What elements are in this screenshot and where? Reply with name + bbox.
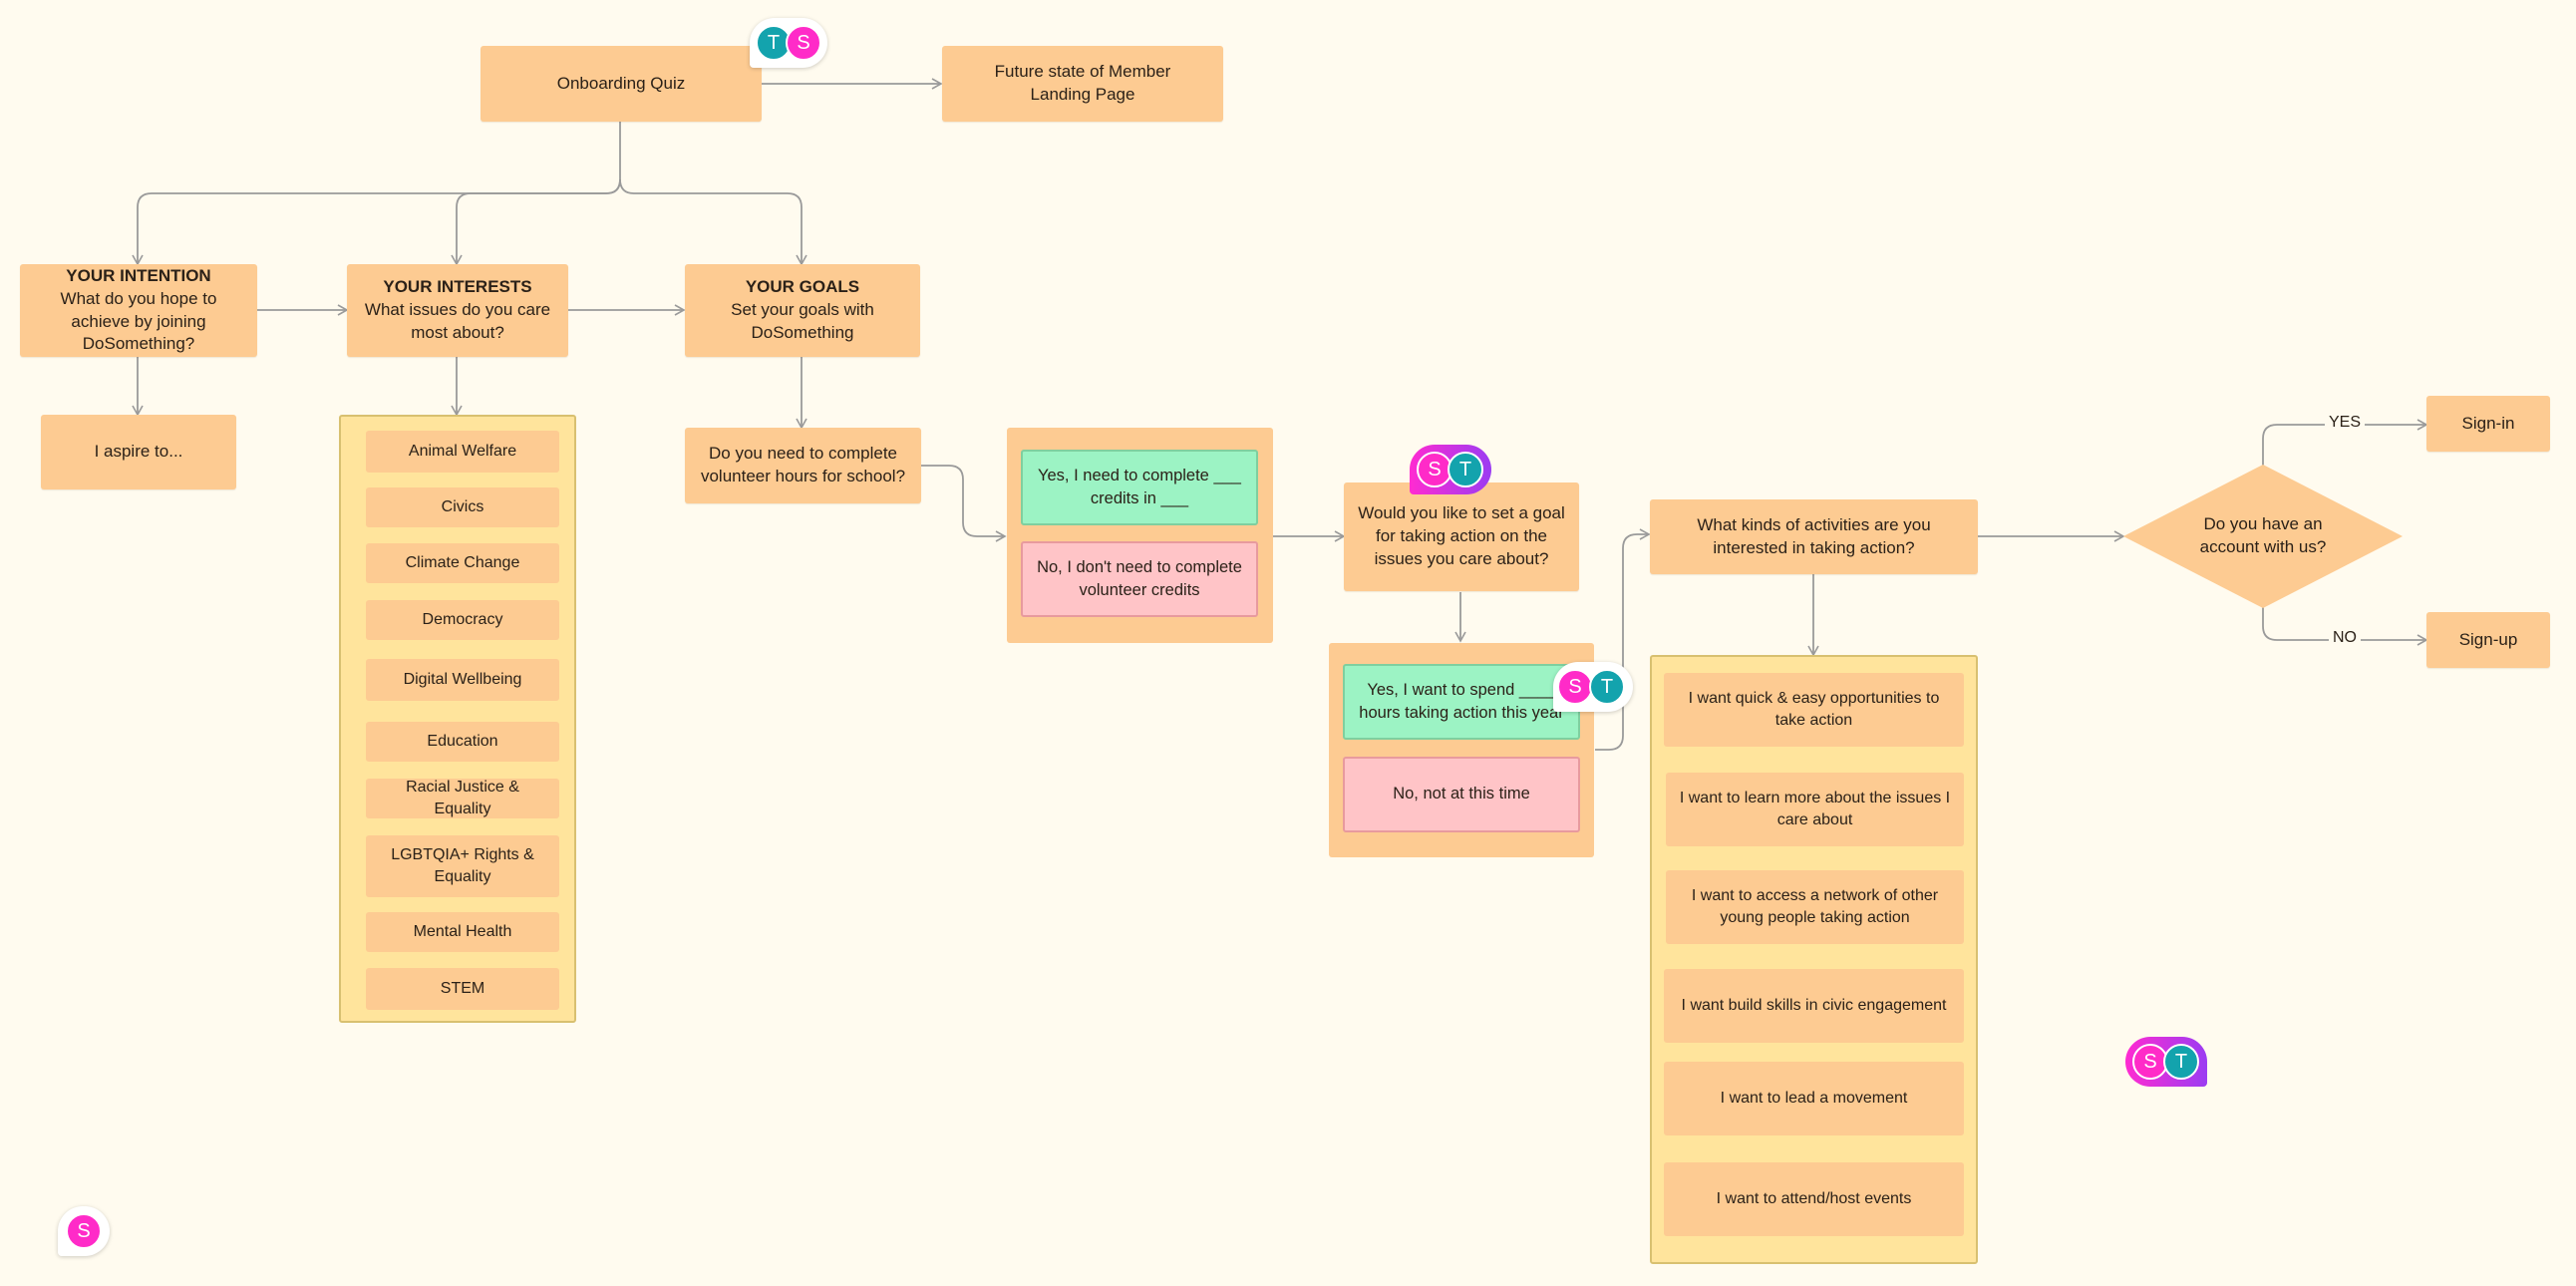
list-item[interactable]: I want to learn more about the issues I …: [1666, 773, 1964, 846]
goal-question-node[interactable]: Would you like to set a goal for taking …: [1344, 482, 1579, 591]
interests-list: Animal Welfare Civics Climate Change Dem…: [339, 415, 576, 1023]
connector-quiz-trunk: [132, 122, 621, 266]
list-item[interactable]: Racial Justice & Equality: [366, 779, 559, 818]
list-item[interactable]: I want to attend/host events: [1664, 1162, 1964, 1236]
interests-node[interactable]: YOUR INTERESTS What issues do you care m…: [347, 264, 568, 357]
list-item[interactable]: I want to lead a movement: [1664, 1062, 1964, 1135]
list-item[interactable]: STEM: [366, 968, 559, 1010]
avatar: S: [66, 1213, 102, 1249]
connector-quiz-to-goals: [619, 178, 807, 266]
list-item[interactable]: Mental Health: [366, 912, 559, 952]
volunteer-no-option[interactable]: No, I don't need to complete volunteer c…: [1021, 541, 1258, 617]
goal-yes-option[interactable]: Yes, I want to spend ____ hours taking a…: [1343, 664, 1580, 740]
yes-label: YES: [2325, 414, 2366, 432]
intention-text: What do you hope to achieve by joining D…: [60, 288, 217, 354]
volunteer-yes-option[interactable]: Yes, I need to complete ___ credits in _…: [1021, 450, 1258, 525]
goals-node[interactable]: YOUR GOALS Set your goals with DoSomethi…: [685, 264, 920, 357]
activities-question-node[interactable]: What kinds of activities are you interes…: [1650, 499, 1978, 574]
connector-volunteer-to-options: [921, 465, 1007, 542]
collaborator-cursor: S: [58, 1206, 110, 1256]
future-state-node[interactable]: Future state of Member Landing Page: [942, 46, 1223, 122]
volunteer-options-group: Yes, I need to complete ___ credits in _…: [1007, 428, 1273, 643]
interests-title: YOUR INTERESTS: [383, 277, 532, 297]
goal-question-label: Would you like to set a goal for taking …: [1358, 503, 1565, 568]
list-item[interactable]: LGBTQIA+ Rights & Equality: [366, 835, 559, 897]
list-item[interactable]: Climate Change: [366, 543, 559, 583]
avatar: S: [786, 25, 821, 61]
intention-node[interactable]: YOUR INTENTION What do you hope to achie…: [20, 264, 257, 357]
list-item[interactable]: Digital Wellbeing: [366, 659, 559, 701]
avatar: S: [1557, 669, 1593, 705]
avatar: T: [2163, 1044, 2199, 1080]
diamond-shape: [2123, 465, 2403, 608]
avatar: T: [1589, 669, 1625, 705]
list-item[interactable]: I want quick & easy opportunities to tak…: [1664, 673, 1964, 747]
aspire-node[interactable]: I aspire to...: [41, 415, 236, 489]
no-label: NO: [2329, 629, 2361, 647]
connector-goal-options-to-activities: [1595, 528, 1651, 751]
connector-quiz-to-interests: [451, 178, 621, 266]
list-item[interactable]: Animal Welfare: [366, 431, 559, 473]
interests-text: What issues do you care most about?: [364, 300, 551, 342]
collaborator-cursor: S T: [1410, 445, 1491, 494]
list-item[interactable]: Civics: [366, 487, 559, 527]
goals-text: Set your goals with DoSomething: [731, 300, 874, 342]
intention-title: YOUR INTENTION: [66, 265, 211, 285]
sign-up-node[interactable]: Sign-up: [2426, 612, 2550, 668]
account-question-label: Do you have an account with us?: [2199, 514, 2327, 556]
list-item[interactable]: I want to access a network of other youn…: [1666, 870, 1964, 944]
sign-up-label: Sign-up: [2458, 629, 2518, 649]
goals-title: YOUR GOALS: [745, 277, 860, 297]
activities-list: I want quick & easy opportunities to tak…: [1650, 655, 1978, 1264]
collaborator-cursor: S T: [2125, 1037, 2207, 1087]
sign-in-label: Sign-in: [2461, 413, 2515, 433]
volunteer-question-label: Do you need to complete volunteer hours …: [700, 444, 906, 485]
onboarding-quiz-label: Onboarding Quiz: [556, 73, 686, 93]
list-item[interactable]: Education: [366, 722, 559, 762]
list-item[interactable]: Democracy: [366, 600, 559, 640]
activities-question-label: What kinds of activities are you interes…: [1697, 514, 1931, 557]
onboarding-quiz-node[interactable]: Onboarding Quiz: [481, 46, 762, 122]
collaborator-cursor: T S: [750, 18, 827, 68]
avatar: T: [1448, 452, 1483, 487]
volunteer-question-node[interactable]: Do you need to complete volunteer hours …: [685, 428, 921, 503]
collaborator-cursor: S T: [1553, 662, 1633, 712]
sign-in-node[interactable]: Sign-in: [2426, 396, 2550, 452]
goal-options-group: Yes, I want to spend ____ hours taking a…: [1329, 643, 1594, 857]
account-decision-diamond[interactable]: Do you have an account with us?: [2123, 465, 2403, 608]
avatar: S: [2132, 1044, 2168, 1080]
list-item[interactable]: I want build skills in civic engagement: [1664, 969, 1964, 1043]
goal-no-option[interactable]: No, not at this time: [1343, 757, 1580, 832]
future-state-label: Future state of Member Landing Page: [994, 62, 1171, 104]
avatar: S: [1417, 452, 1452, 487]
aspire-label: I aspire to...: [94, 442, 183, 462]
